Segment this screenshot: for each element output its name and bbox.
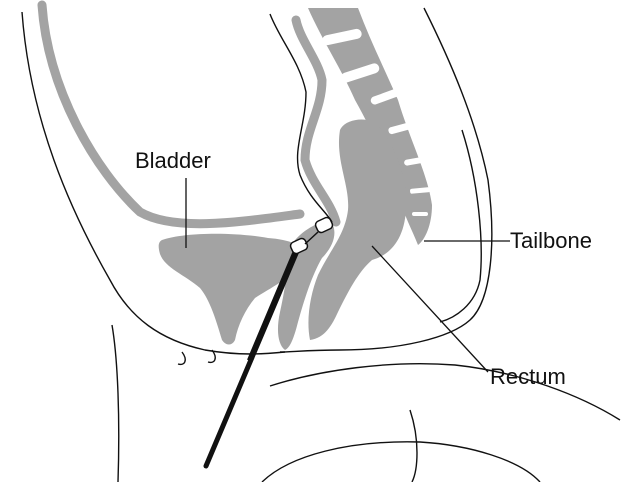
abdominal-lining [42,5,300,224]
bladder-label: Bladder [135,148,211,174]
rectum-label: Rectum [490,364,566,390]
tailbone-label: Tailbone [510,228,592,254]
rectum-leader [372,246,488,372]
